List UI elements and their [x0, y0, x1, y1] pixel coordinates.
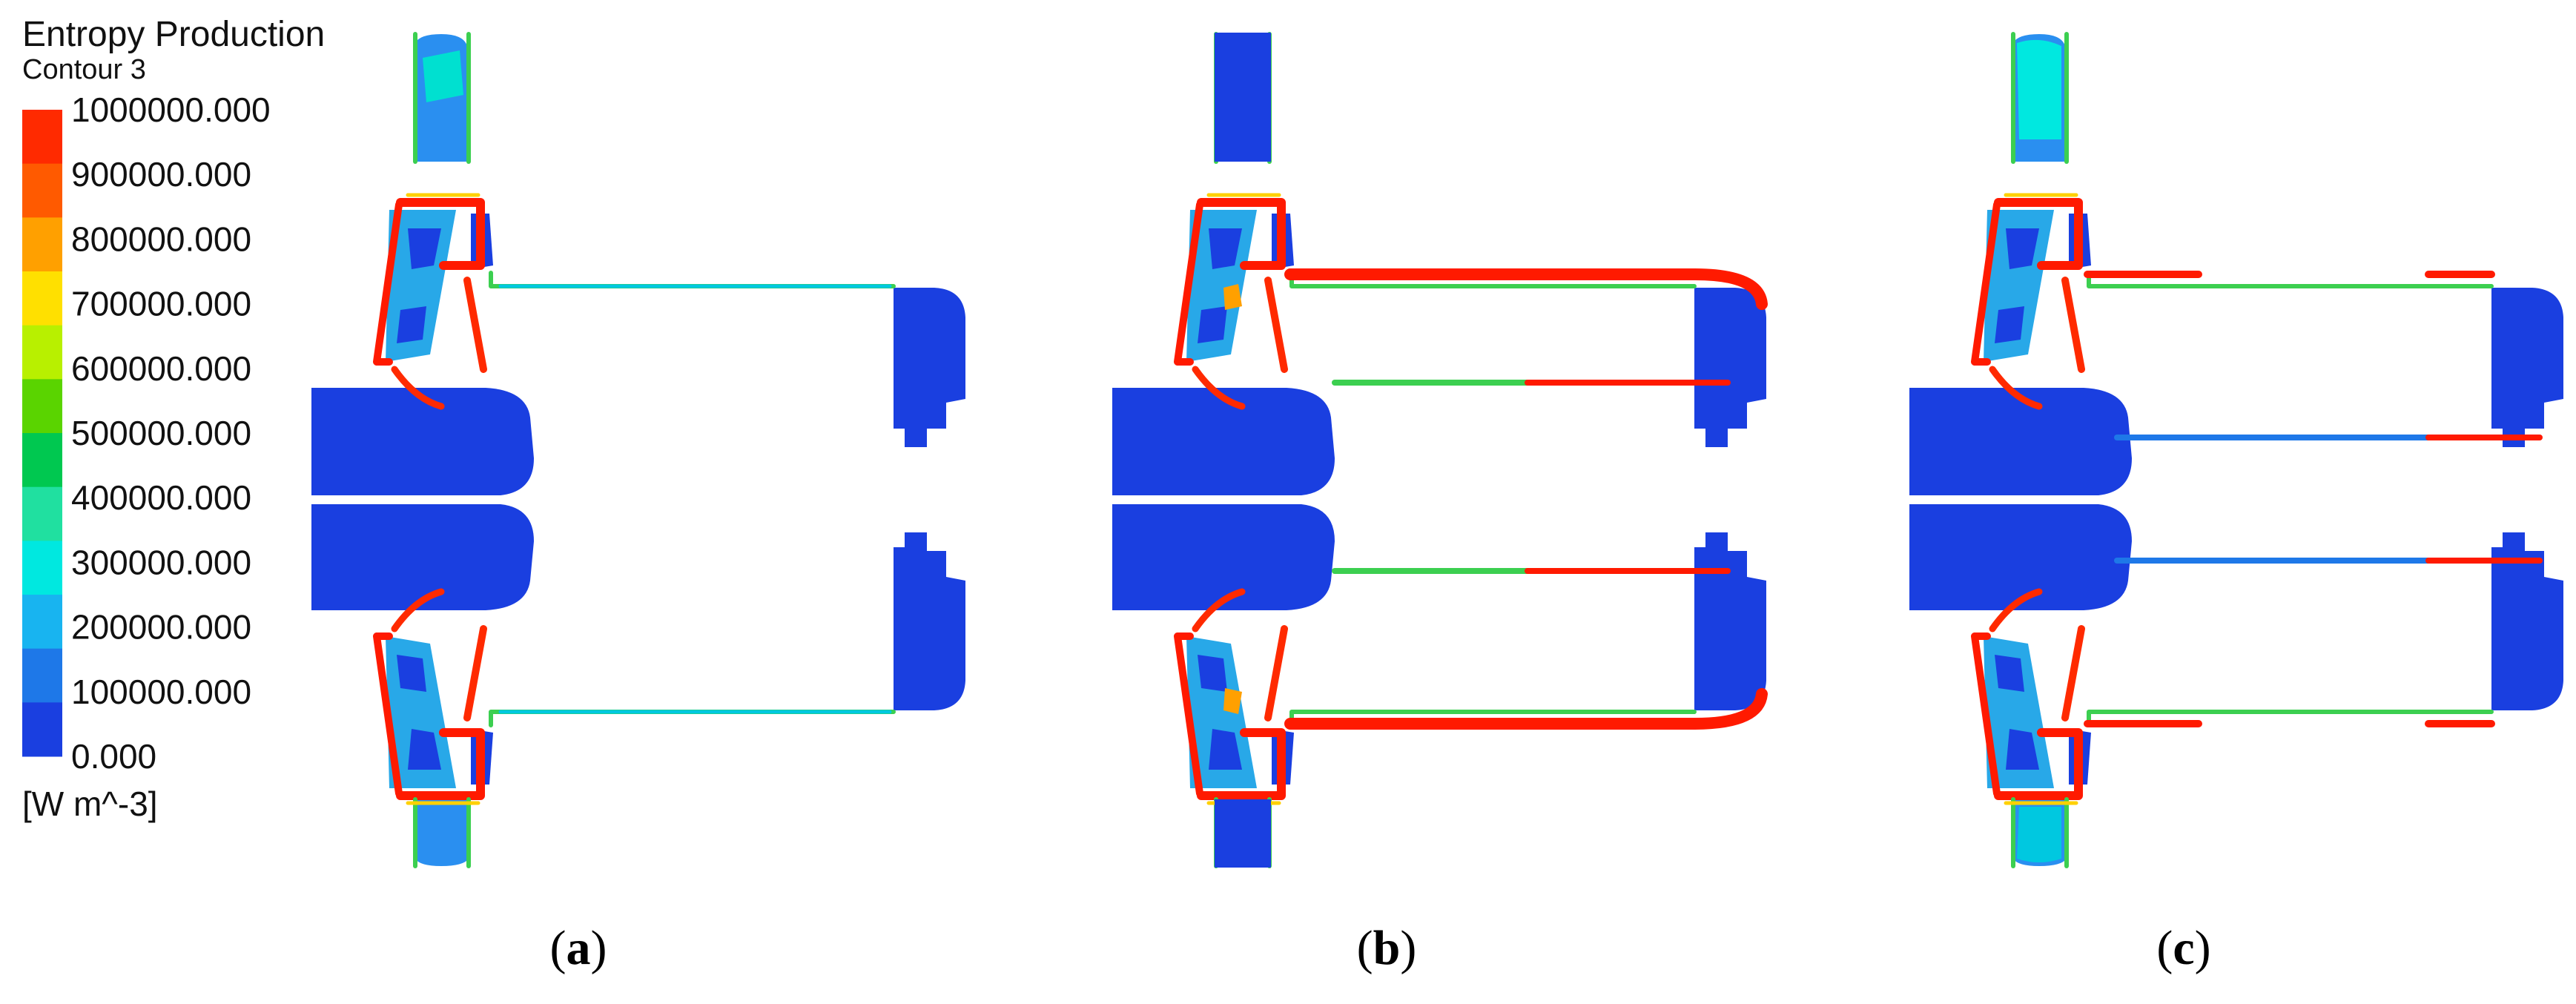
upper-casing-hot [1284, 268, 1768, 310]
legend-tick-label: 0.000 [71, 737, 156, 776]
lower-volute-b [1215, 799, 1271, 868]
lower-casing-hot [1284, 688, 1768, 730]
panel-c [1909, 34, 2563, 866]
legend-tick-label: 400000.000 [71, 478, 251, 517]
legend-tick-label: 500000.000 [71, 414, 251, 452]
legend-tick-label: 300000.000 [71, 543, 251, 581]
pump-section-b [1112, 34, 1766, 866]
color-bar-segment [22, 433, 62, 488]
panel-b [1112, 33, 1766, 868]
caption-a: (a) [550, 921, 607, 975]
lower-volute-c [2017, 807, 2061, 862]
upper-volute-b [1215, 33, 1271, 162]
color-bar-segment [22, 217, 62, 272]
legend-unit: [W m^-3] [22, 785, 158, 823]
color-bar-segment [22, 325, 62, 380]
legend-subtitle: Contour 3 [22, 54, 146, 85]
color-bar-segment [22, 702, 62, 757]
legend-ticks: 1000000.000 900000.000 800000.000 700000.00… [71, 90, 271, 776]
legend-tick-label: 600000.000 [71, 349, 251, 388]
caption-b: (b) [1357, 921, 1417, 975]
color-bar-segment [22, 110, 62, 165]
pump-section-a [311, 34, 965, 866]
legend-tick-label: 700000.000 [71, 285, 251, 323]
legend: Entropy Production Contour 3 1000000.000… [22, 15, 325, 823]
legend-tick-label: 1000000.000 [71, 90, 271, 129]
legend-tick-label: 800000.000 [71, 219, 251, 258]
legend-title: Entropy Production [22, 15, 325, 54]
color-bar-segment [22, 648, 62, 703]
color-bar-segment [22, 486, 62, 541]
color-bar-segment [22, 541, 62, 595]
color-bar [22, 110, 62, 757]
legend-tick-label: 900000.000 [71, 155, 251, 194]
vane-hotspot-lower [1223, 688, 1242, 714]
panel-a [311, 34, 965, 866]
legend-tick-label: 200000.000 [71, 608, 251, 647]
color-bar-segment [22, 379, 62, 434]
caption-c: (c) [2156, 921, 2210, 975]
vane-hotspot-upper [1223, 284, 1242, 310]
legend-tick-label: 100000.000 [71, 673, 251, 711]
color-bar-segment [22, 595, 62, 650]
color-bar-segment [22, 271, 62, 326]
pump-section-c [1909, 34, 2563, 866]
volute-hotspot [423, 50, 463, 102]
color-bar-segment [22, 163, 62, 218]
upper-volute-c [2017, 39, 2061, 140]
